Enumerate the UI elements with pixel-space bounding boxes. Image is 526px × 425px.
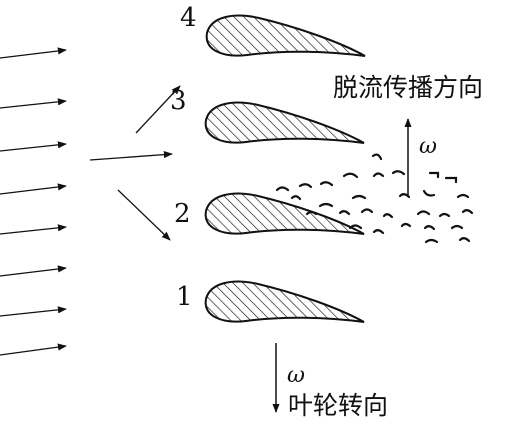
vortex-mark [360, 208, 374, 214]
inlet-arrow [0, 306, 67, 317]
stall-direction-label: 脱流传播方向 [333, 73, 483, 102]
blade-3-label: 3 [170, 86, 187, 116]
inlet-arrow [0, 98, 67, 109]
vortex-mark [318, 202, 334, 208]
vortex-mark [438, 212, 451, 218]
vortex-mark [398, 193, 411, 199]
vortex-mark [298, 183, 313, 189]
blade-1 [204, 280, 365, 323]
airfoil-shape [205, 14, 366, 57]
vortex-mark [391, 170, 406, 176]
vortex-mark [351, 194, 367, 200]
vortex-mark [348, 224, 363, 230]
vortex-mark [423, 225, 436, 231]
vortex-mark [372, 172, 385, 178]
inlet-arrow [0, 265, 67, 277]
vortex-mark [456, 193, 470, 199]
vortex-mark [371, 153, 383, 161]
deflected-flow-arrows [89, 85, 181, 241]
vortex-mark [338, 210, 351, 216]
vortex-mark [416, 210, 431, 216]
inlet-flow-arrows [0, 47, 67, 356]
blade-4-label: 4 [180, 3, 197, 33]
inlet-arrow [0, 183, 67, 195]
vortex-mark [319, 181, 334, 187]
inlet-arrow [0, 141, 67, 152]
vortex-mark [444, 176, 458, 184]
stall-vortices [275, 153, 474, 244]
vortex-mark [450, 224, 464, 230]
vortex-mark [275, 186, 290, 192]
vortex-mark [290, 195, 302, 201]
vortex-mark [461, 209, 474, 215]
stall-omega-symbol: ω [419, 134, 437, 159]
airfoil-shape [204, 101, 365, 144]
blade-4 [205, 14, 366, 57]
vortex-mark [422, 189, 436, 197]
rotation-omega-symbol: ω [287, 363, 305, 388]
vortex-mark [458, 237, 471, 243]
flow-arrow-straight [89, 151, 173, 161]
airfoil-shape [204, 192, 365, 235]
vortex-mark [342, 172, 359, 179]
inlet-arrow [0, 47, 67, 59]
vortex-mark [305, 210, 318, 216]
flow-arrow-up [135, 85, 181, 134]
vortex-mark [382, 213, 394, 219]
vortex-mark [424, 238, 439, 244]
rotation-direction-label: 叶轮转向 [288, 391, 388, 420]
airfoil-shape [204, 280, 365, 323]
flow-arrow-down [117, 189, 171, 241]
blade-1-label: 1 [176, 282, 193, 312]
blade-3 [204, 101, 365, 144]
blade-2 [204, 192, 365, 235]
blade-2-label: 2 [174, 199, 191, 229]
vortex-mark [400, 222, 412, 228]
vortex-mark [428, 171, 440, 179]
inlet-arrow [0, 224, 67, 235]
vortex-mark [372, 229, 385, 235]
inlet-arrow [0, 343, 67, 356]
